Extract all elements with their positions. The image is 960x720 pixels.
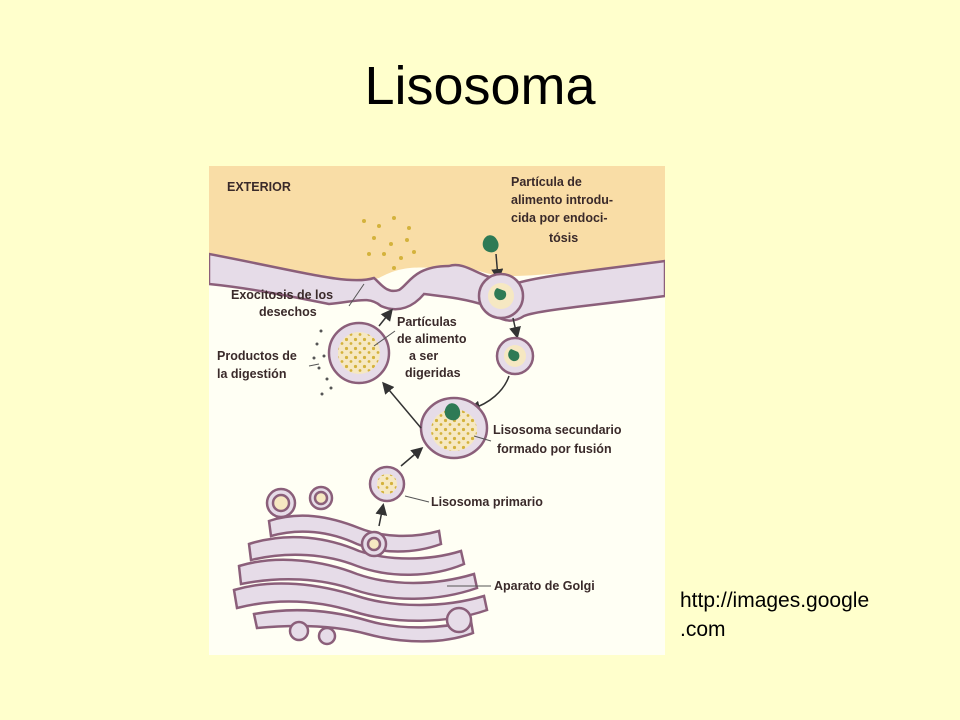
products-label-line-2: la digestión [217,367,286,381]
source-credit: http://images.google .com [680,586,869,644]
secondary-lysosome-label-line-2: formado por fusión [497,442,612,456]
food-particle [482,235,499,253]
lysosome-diagram-svg: EXTERIOR Partícula de alimento introdu- … [209,166,665,655]
particle-label-line-4: tósis [549,231,578,245]
secondary-lysosome-label-line-1: Lisosoma secundario [493,423,622,437]
particle-label-line-3: cida por endoci- [511,211,608,225]
exterior-label: EXTERIOR [227,180,291,194]
particles-label-line-1: Partículas [397,315,457,329]
leader-lines [308,283,492,587]
source-credit-line-2: .com [680,618,726,641]
exterior-region [209,166,665,281]
primary-lysosome-label: Lisosoma primario [431,495,543,509]
particle-label-line-1: Partícula de [511,175,582,189]
golgi-label: Aparato de Golgi [494,579,595,593]
exocytosis-label-line-2: desechos [259,305,317,319]
exocytosis-label-line-1: Exocitosis de los [231,288,333,302]
particles-label-line-4: digeridas [405,366,461,380]
golgi-vesicles [265,485,473,646]
digestion-products [312,329,333,396]
particle-label-line-2: alimento introdu- [511,193,613,207]
products-label-line-1: Productos de [217,349,297,363]
slide-title: Lisosoma [364,56,596,116]
particles-label-line-2: de alimento [397,332,467,346]
exocytosis-dots [362,216,416,270]
source-credit-line-1: http://images.google [680,589,870,612]
golgi-apparatus [232,514,489,643]
particles-label-line-3: a ser [409,349,438,363]
plasma-membrane [209,252,665,322]
lysosome-diagram: EXTERIOR Partícula de alimento introdu- … [209,166,665,655]
